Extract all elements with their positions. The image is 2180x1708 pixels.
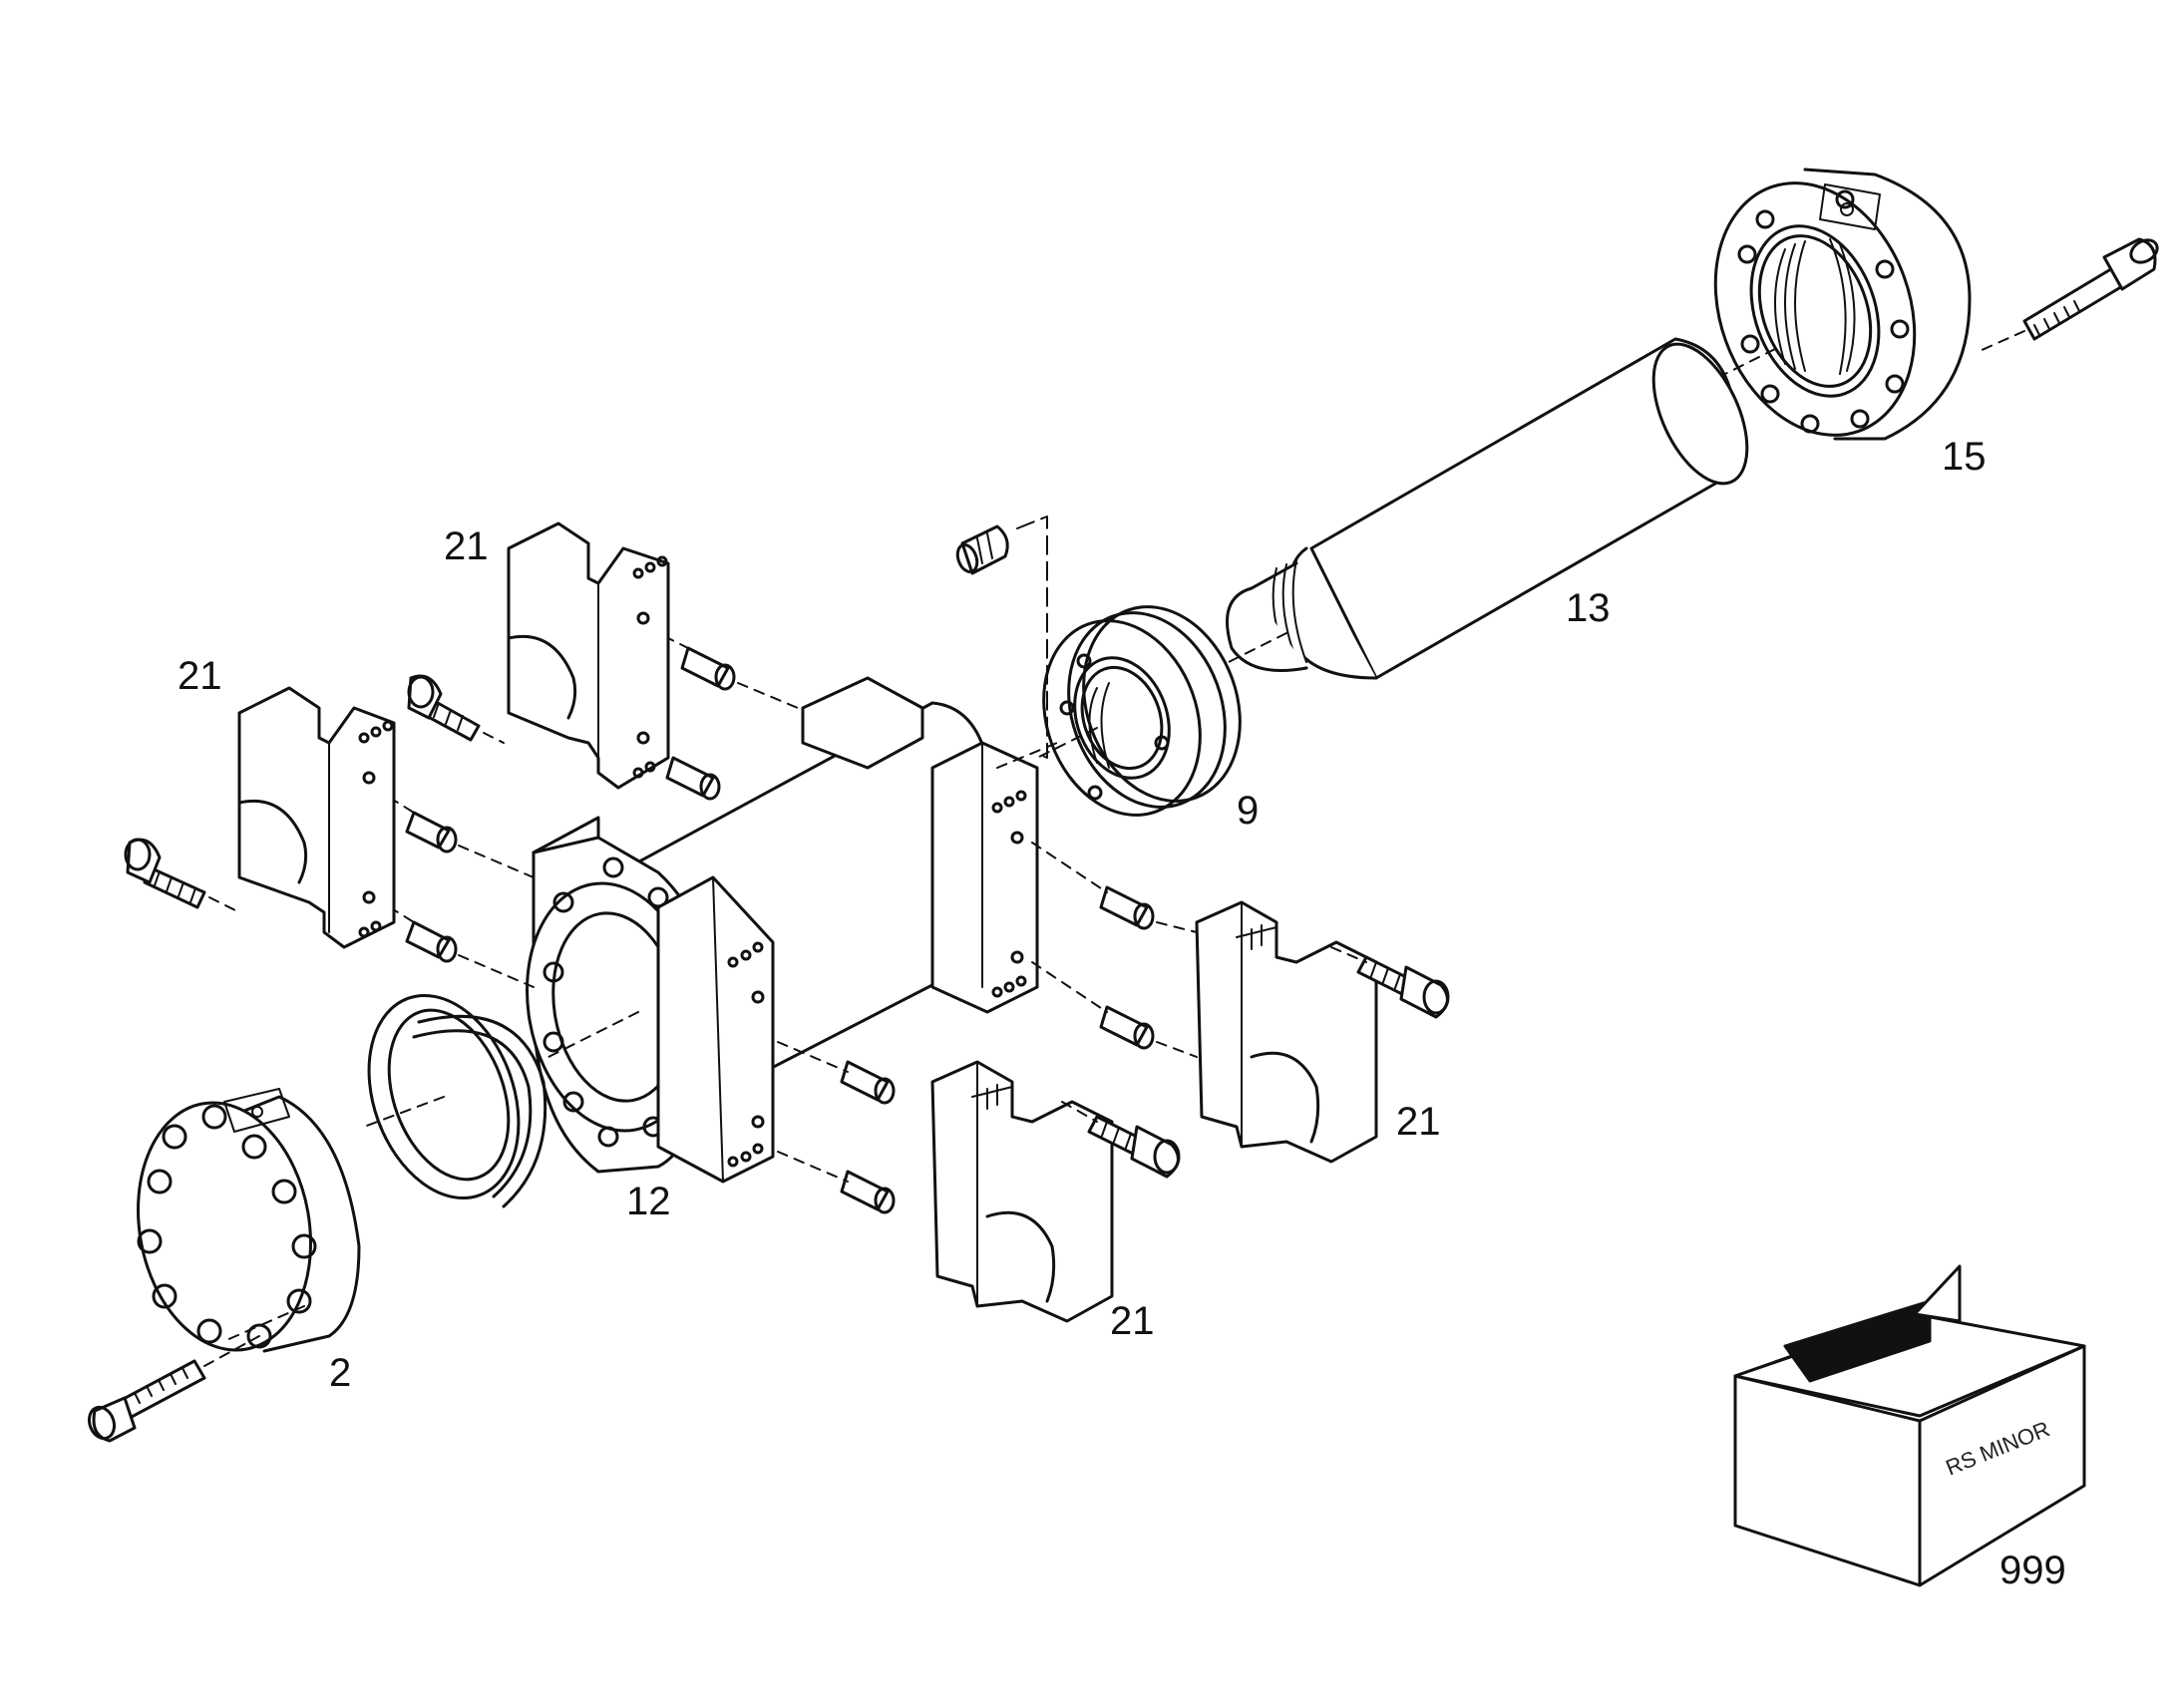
callout-21-bottom: 21 xyxy=(1110,1299,1155,1343)
left-screw-2 xyxy=(407,674,505,744)
callout-13: 13 xyxy=(1566,586,1611,630)
callout-15: 15 xyxy=(1942,435,1987,479)
part-21-clamp-bottom xyxy=(930,1060,1114,1323)
part-999-kit-box: RS MINOR xyxy=(1733,1264,2086,1587)
callout-999: 999 xyxy=(1999,1548,2066,1592)
callout-2: 2 xyxy=(329,1351,352,1395)
part-15-end-collar xyxy=(1684,168,1972,441)
callout-9: 9 xyxy=(1237,789,1260,833)
grub-screw xyxy=(955,515,1048,759)
part-21-clamp-top xyxy=(507,521,670,790)
part-12-cylinder-body xyxy=(526,676,1058,1184)
callout-21-top: 21 xyxy=(444,524,489,568)
left-screw-1 xyxy=(124,838,240,913)
part-2-end-cap xyxy=(137,1088,361,1353)
part-21-clamp-right xyxy=(1195,900,1378,1164)
callout-21-right: 21 xyxy=(1396,1100,1441,1144)
bottom-left-screw xyxy=(87,1335,260,1443)
right-screw-2 xyxy=(1061,1101,1181,1179)
part-circlip xyxy=(363,993,547,1208)
part-15-screw xyxy=(1979,237,2159,352)
dowel-pins xyxy=(373,627,1198,1214)
callout-12: 12 xyxy=(626,1180,671,1223)
callout-21-left: 21 xyxy=(178,654,222,698)
part-21-clamp-left xyxy=(237,686,396,949)
right-screw-1 xyxy=(1330,946,1450,1019)
part-13-rod xyxy=(1226,337,1749,680)
